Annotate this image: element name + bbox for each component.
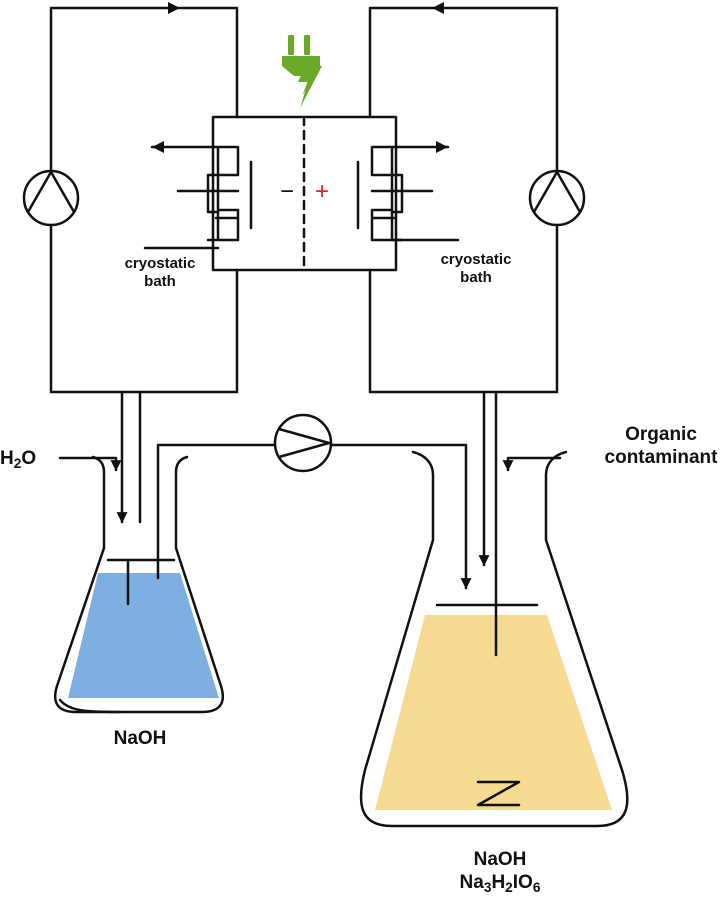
left-cryostatic-jacket <box>150 145 240 242</box>
transfer-pump <box>273 413 333 473</box>
naoh-left-label: NaOH <box>113 728 167 749</box>
right-flask-label: NaOH Na3H2IO6 <box>440 848 560 894</box>
flow-arrow-right-top <box>432 2 444 14</box>
periodate-solution <box>375 615 612 810</box>
stir-bar-icon <box>476 780 521 807</box>
water-inlet <box>58 456 122 472</box>
positive-sign: + <box>315 178 330 205</box>
right-cryostatic-jacket <box>370 145 450 242</box>
naoh-solution <box>68 573 219 698</box>
left-loop-top <box>49 6 239 173</box>
left-flask <box>53 455 225 714</box>
periodate-label: Na3H2IO6 <box>459 872 541 895</box>
plug-lightning-icon <box>282 35 322 108</box>
right-loop-bottom <box>368 223 559 394</box>
right-loop-top <box>368 6 559 173</box>
outflow-arrow-right <box>436 141 448 153</box>
flow-arrow-left-top <box>168 2 180 14</box>
organic-inlet <box>502 456 562 472</box>
organic-contaminant-label: Organic contaminant <box>604 424 718 469</box>
right-flask <box>359 450 629 828</box>
naoh-right-label: NaOH <box>473 849 527 870</box>
left-pump <box>22 169 80 227</box>
left-loop-bottom <box>49 223 239 394</box>
left-electrode-in-flask <box>106 558 176 606</box>
outflow-arrow-left <box>152 141 164 153</box>
right-pump <box>528 169 586 227</box>
cryostatic-bath-label-right: cryostatic bath <box>440 251 512 287</box>
cryostatic-bath-label-left: cryostatic bath <box>124 255 196 291</box>
negative-sign: − <box>280 178 295 205</box>
water-label: H2O <box>0 448 37 471</box>
